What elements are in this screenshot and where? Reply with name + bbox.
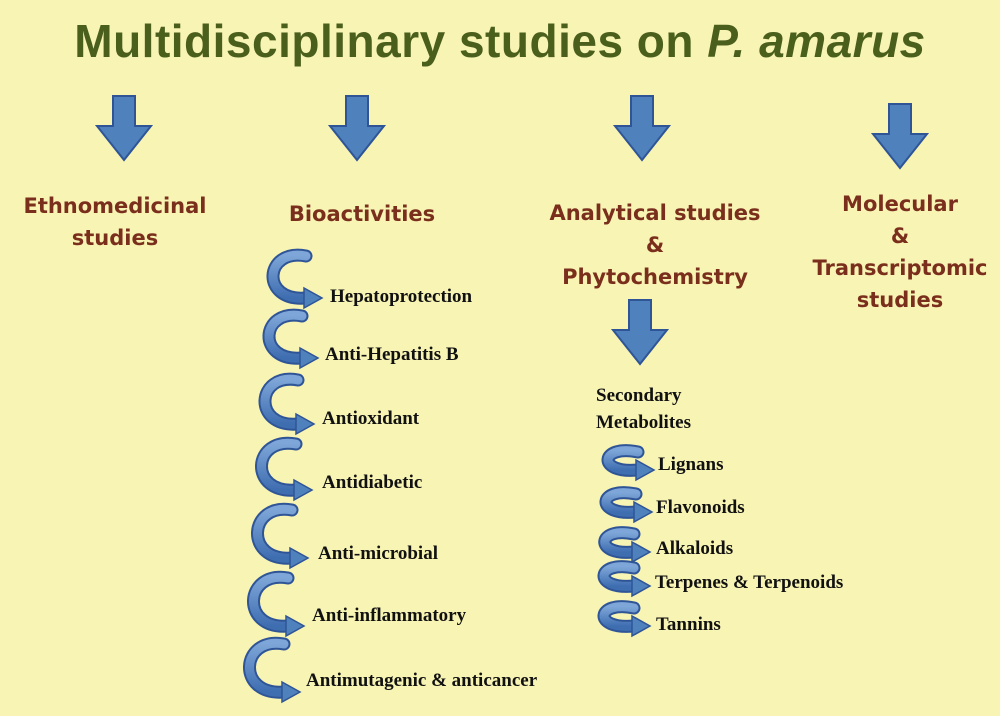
branch-analytical-line1: Analytical studies: [549, 201, 761, 225]
curl-arrow-metabolite-2: [599, 486, 654, 524]
branch-bioactivities: Bioactivities: [262, 198, 462, 230]
down-arrows-group: [94, 95, 930, 366]
branch-molecular-line1: Molecular: [842, 192, 958, 216]
curl-arrow-metabolite-1: [601, 444, 656, 482]
branch-molecular-line3: Transcriptomic: [812, 256, 988, 280]
branch-molecular-line2: &: [890, 224, 910, 248]
bioactivity-item: Anti-Hepatitis B: [325, 344, 459, 365]
metabolite-item: Lignans: [658, 454, 724, 475]
secondary-metabolites-heading-line1: Secondary: [596, 385, 682, 406]
page-title: Multidisciplinary studies on P. amarus: [0, 14, 1000, 68]
metabolite-item: Tannins: [656, 614, 721, 635]
down-arrow-bioactivities: [327, 95, 387, 162]
branch-ethnomedicinal: Ethnomedicinal studies: [15, 190, 215, 254]
curl-arrow-bioactivity-2: [262, 308, 320, 370]
down-arrow-phytochemistry: [610, 299, 670, 366]
curl-arrow-bioactivity-5: [251, 502, 310, 570]
branch-molecular-line4: studies: [856, 288, 944, 312]
curl-arrow-metabolite-5: [597, 600, 652, 638]
curl-arrow-bioactivity-6: [247, 570, 306, 638]
title-main: Multidisciplinary studies on: [74, 15, 708, 67]
bioactivity-curl-arrows: [243, 248, 324, 704]
metabolite-item: Terpenes & Terpenoids: [655, 572, 844, 593]
branch-ethnomedicinal-line2: studies: [71, 226, 159, 250]
curl-arrow-bioactivity-7: [243, 636, 302, 704]
metabolite-curl-arrows: [597, 444, 656, 638]
bioactivity-item: Anti-microbial: [318, 543, 438, 564]
curl-arrow-bioactivity-4: [255, 436, 314, 502]
curl-arrow-bioactivity-1: [266, 248, 324, 310]
metabolite-item: Flavonoids: [656, 497, 745, 518]
curl-arrow-metabolite-4: [597, 560, 652, 598]
branch-analytical-line2: &: [645, 233, 665, 257]
bioactivity-item: Antioxidant: [322, 408, 420, 429]
down-arrow-analytical: [612, 95, 672, 162]
down-arrow-ethnomedicinal: [94, 95, 154, 162]
down-arrow-molecular: [870, 103, 930, 170]
metabolite-item: Alkaloids: [656, 538, 734, 559]
secondary-metabolites-heading: Secondary Metabolites: [596, 382, 691, 436]
branch-molecular: Molecular & Transcriptomic studies: [790, 188, 1000, 316]
curl-arrow-metabolite-3: [598, 526, 652, 564]
branch-bioactivities-line1: Bioactivities: [288, 202, 436, 226]
branch-analytical-line3: Phytochemistry: [562, 265, 748, 289]
bioactivity-item: Anti-inflammatory: [312, 605, 467, 626]
curl-arrow-bioactivity-3: [258, 372, 316, 436]
bioactivity-item: Antimutagenic & anticancer: [306, 670, 538, 691]
bioactivity-item: Hepatoprotection: [330, 286, 473, 307]
branch-analytical: Analytical studies & Phytochemistry: [535, 197, 775, 293]
secondary-metabolites-heading-line2: Metabolites: [596, 412, 691, 433]
branch-ethnomedicinal-line1: Ethnomedicinal: [23, 194, 207, 218]
title-species: P. amarus: [707, 15, 926, 67]
bioactivity-item: Antidiabetic: [322, 472, 423, 493]
